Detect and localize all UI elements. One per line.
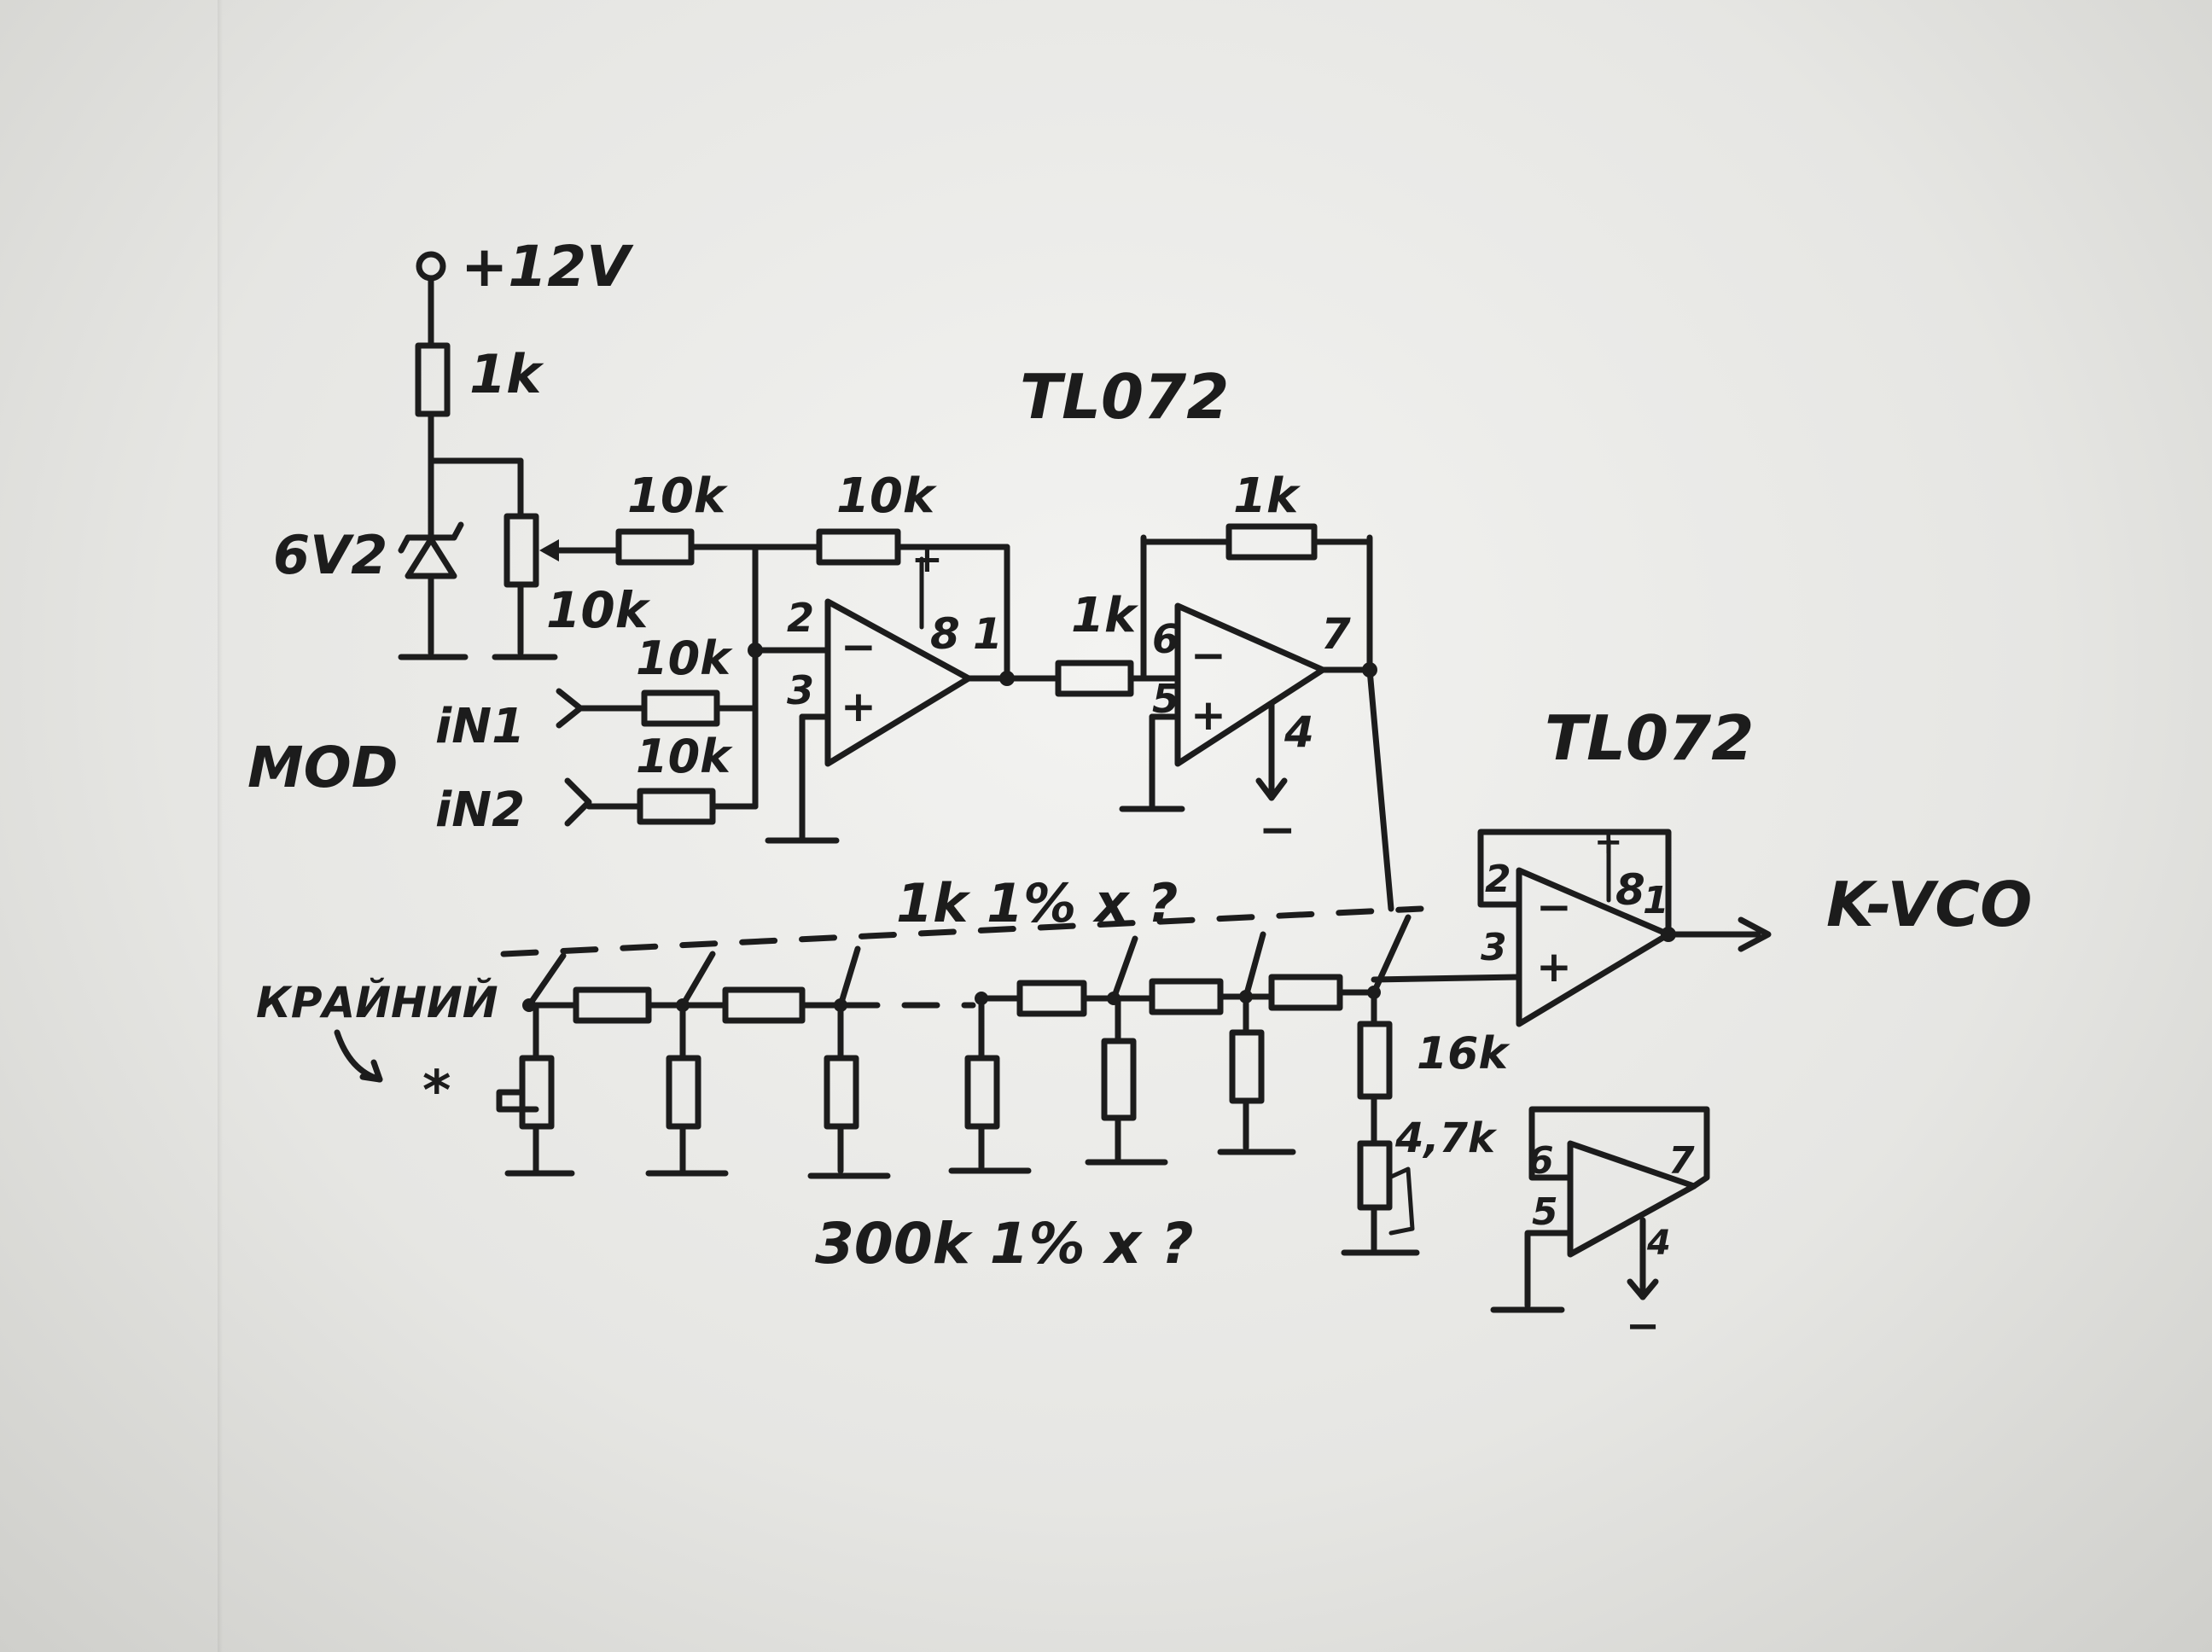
output-label: K-VCO xyxy=(1826,869,2032,940)
u1-plus: + xyxy=(841,682,876,731)
resistor-feedback-u1-label: 10k xyxy=(836,468,938,524)
resistor-pot-input xyxy=(615,528,759,566)
u3-pin-2: 2 xyxy=(1485,858,1511,901)
in2-resistor-label: 10k xyxy=(636,730,733,783)
u1-pin-2: 2 xyxy=(787,595,814,641)
u3-minus: − xyxy=(1536,882,1572,932)
zener-diode xyxy=(398,457,469,660)
ladder-series-note: 1k 1% x ? xyxy=(896,872,1178,934)
u4-pin-4: 4 xyxy=(1646,1224,1671,1263)
u2-pin-4: 4 xyxy=(1284,707,1314,757)
resistor-interstage-label: 1k xyxy=(1071,588,1139,643)
u2-pin-6: 6 xyxy=(1152,616,1179,662)
u3-vcc-plus: + xyxy=(1594,823,1623,862)
ladder-end-arrow xyxy=(334,1029,383,1083)
resistor-feedback-u1 xyxy=(752,528,1010,682)
wire-u2-to-ladder xyxy=(1366,666,1394,912)
u2-plus: + xyxy=(1190,690,1226,740)
potentiometer-10k xyxy=(492,513,622,660)
supply-label: +12V xyxy=(461,234,634,300)
trim-4k7-label: 4,7k xyxy=(1394,1114,1498,1162)
resistor-supply-label: 1k xyxy=(469,343,544,405)
u2-pin-7: 7 xyxy=(1321,609,1351,659)
u3-plus: + xyxy=(1536,942,1572,992)
in1-jack xyxy=(556,688,759,729)
in1-label: iN1 xyxy=(435,699,525,754)
in2-jack xyxy=(564,777,759,827)
u1-pin-8: 8 xyxy=(930,609,960,659)
resistor-pot-input-label: 10k xyxy=(627,468,729,524)
u4-pin-6: 6 xyxy=(1528,1139,1554,1183)
u2-minus: − xyxy=(1190,631,1226,680)
u2-vee-minus: − xyxy=(1259,805,1296,856)
resistor-feedback-u2 xyxy=(1140,523,1373,561)
ladder-switches xyxy=(526,914,1412,1009)
chip-right-label: TL072 xyxy=(1545,702,1754,774)
u1-minus: − xyxy=(841,622,876,672)
chip-top-label: TL072 xyxy=(1020,361,1229,433)
resistor-16k-label: 16k xyxy=(1417,1028,1511,1079)
u3-pin-3: 3 xyxy=(1481,926,1507,969)
u4-pin-7: 7 xyxy=(1668,1139,1695,1183)
resistor-interstage xyxy=(1004,660,1181,697)
u2-pin-5: 5 xyxy=(1152,676,1179,722)
opamp-u1 xyxy=(752,556,1010,844)
ladder-top-bus xyxy=(500,905,1424,957)
paper-edge-shadow xyxy=(218,0,223,1652)
ladder-end-label: КРАЙНИЙ xyxy=(256,977,498,1027)
u1-pin-1: 1 xyxy=(973,609,1003,659)
opamp-u4 xyxy=(1490,1106,1710,1313)
ladder-shunt-resistors xyxy=(496,989,1420,1256)
u4-vee-minus: − xyxy=(1626,1302,1660,1350)
supply-terminal xyxy=(416,251,446,349)
ladder-shunt-note: 300k 1% x ? xyxy=(815,1211,1194,1277)
mod-label: MOD xyxy=(247,735,399,800)
ladder-marker: * xyxy=(422,1060,451,1123)
u3-pin-1: 1 xyxy=(1643,879,1669,922)
zener-label: 6V2 xyxy=(273,524,387,586)
resistor-feedback-u2-label: 1k xyxy=(1233,468,1301,524)
u4-pin-5: 5 xyxy=(1532,1190,1558,1234)
u1-pin-3: 3 xyxy=(787,667,814,713)
opamp-u3 xyxy=(1477,829,1772,1027)
resistor-supply-1k xyxy=(415,342,451,464)
in2-label: iN2 xyxy=(435,782,525,838)
pot-label: 10k xyxy=(546,581,651,639)
opamp-u2 xyxy=(1119,534,1373,812)
in1-resistor-label: 10k xyxy=(636,631,733,685)
u3-pin-8: 8 xyxy=(1615,865,1645,915)
wire-ladder-to-u3 xyxy=(1371,974,1522,983)
